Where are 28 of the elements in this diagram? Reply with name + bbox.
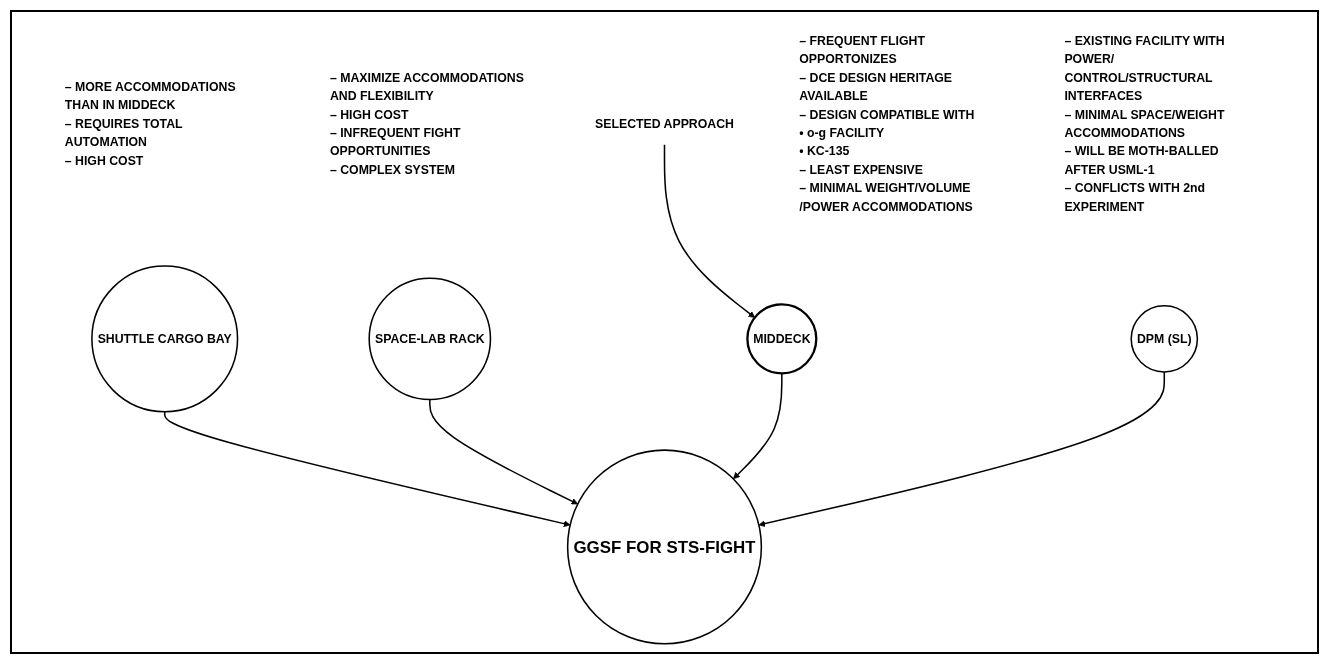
node-label: – MORE ACCOMMODATIONS THAN IN MIDDECK (64, 80, 236, 112)
node-label: – HIGH COST (329, 107, 409, 121)
node-label: – MAXIMIZE ACCOMMODATIONS AND FLEXIBILITY (329, 70, 524, 103)
node-label: – DESIGN COMPATIBLE WITH (799, 107, 975, 121)
node-circle: SPACE-LAB RACK (368, 277, 492, 401)
node-label: – REQUIRES TOTAL AUTOMATION (64, 116, 183, 149)
node-label: – EXISTING FACILITY WITH POWER/ CONTROL/STRUCTURAL INTERFACES (1064, 33, 1225, 103)
node-label: – COMPLEX SYSTEM (329, 163, 455, 177)
node-circle: MIDDECK (746, 303, 818, 375)
node-text: SELECTED APPROACH (595, 116, 734, 131)
node-label: – HIGH COST (64, 153, 144, 167)
node-label: – LEAST EXPENSIVE (799, 163, 923, 177)
node-label: – WILL BE MOTH-BALLED AFTER USML-1 (1064, 144, 1219, 177)
arrow (429, 398, 578, 505)
arrow (163, 410, 571, 527)
node-label: – DCE DESIGN HERITAGE AVAILABLE (799, 70, 953, 103)
node-circle: GGSF FOR STS-FIGHT (566, 449, 763, 645)
arrow (758, 371, 1166, 527)
node-label: – FREQUENT FLIGHT OPPORTONIZES (799, 33, 925, 66)
node-circle: DPM (SL) (1130, 305, 1199, 373)
arrow (663, 143, 756, 318)
node-label: – INFREQUENT FIGHT OPPORTUNITIES (329, 126, 461, 158)
node-label: – CONFLICTS WITH 2nd EXPERIMENT (1064, 181, 1206, 214)
node-label: – MINIMAL SPACE/WEIGHT ACCOMMODATIONS (1064, 107, 1225, 140)
node-label: – MINIMAL WEIGHT/VOLUME /POWER ACCOMMODATIONS (799, 181, 973, 214)
node-label: • KC-135 (799, 144, 850, 158)
node-circle: SHUTTLE CARGO BAY (91, 265, 239, 413)
node-label: • o-g FACILITY (799, 126, 885, 140)
